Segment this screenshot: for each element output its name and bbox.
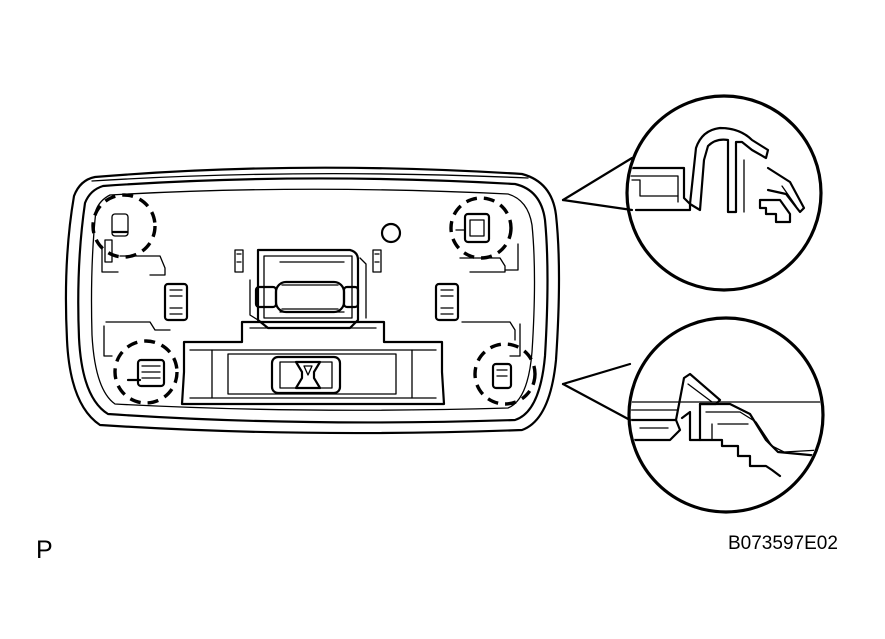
right-side-ribs <box>434 212 521 357</box>
switch-base <box>180 320 446 406</box>
marker-upper-right <box>449 196 513 260</box>
marker-lower-left <box>113 339 179 405</box>
lower-right-claw <box>491 362 513 390</box>
figure-id-label: B073597E02 <box>728 533 838 554</box>
marker-upper-left <box>91 193 157 259</box>
lower-clip-detail <box>627 316 825 514</box>
lower-left-claw <box>126 358 166 388</box>
callout-wedges <box>561 156 634 422</box>
upper-clip-detail <box>625 94 823 292</box>
marker-lower-right <box>473 342 537 406</box>
switch-knob <box>270 355 342 395</box>
left-side-ribs <box>101 213 189 357</box>
lamp-housing <box>64 166 561 435</box>
bulb-socket <box>249 248 367 330</box>
claw-markers <box>91 193 537 406</box>
view-code-label: P <box>36 536 53 564</box>
housing-details <box>234 222 402 273</box>
